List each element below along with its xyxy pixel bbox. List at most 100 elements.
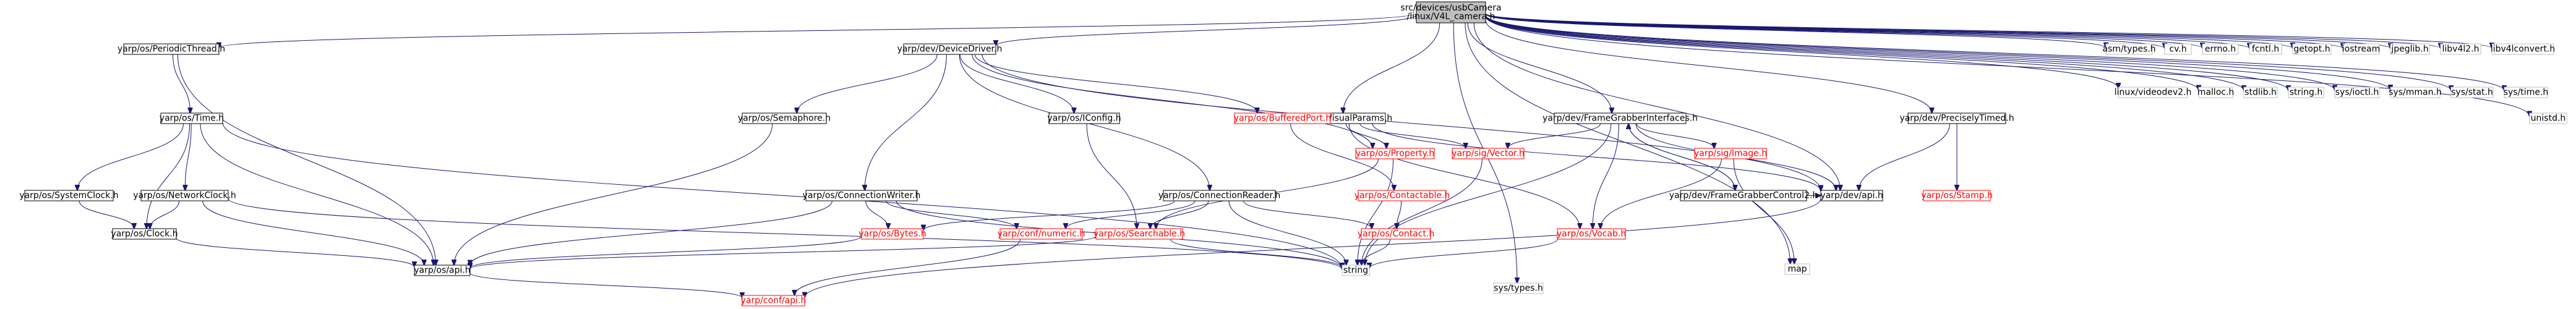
node-devapi[interactable]: yarp/dev/api.h: [1820, 190, 1883, 201]
node-osbytes[interactable]: yarp/os/Bytes.h: [858, 228, 926, 240]
edge-root-to-fcntlh: [1485, 14, 2249, 49]
graph-edges: [77, 13, 2530, 298]
node-mman: sys/mman.h: [2389, 87, 2442, 98]
node-vocab[interactable]: yarp/os/Vocab.h: [1557, 228, 1626, 240]
node-malloc-box: [2198, 87, 2233, 98]
node-confnumeric[interactable]: yarp/conf/numeric.h: [998, 228, 1085, 240]
node-stringn-label: string: [1343, 265, 1368, 275]
edge-root-to-getopth: [1485, 13, 2293, 48]
edge-root-to-cvh: [1485, 14, 2165, 49]
node-ostime[interactable]: yarp/os/Time.h: [160, 112, 224, 124]
node-root-label: /linux/V4L_camera.h: [1407, 12, 1496, 22]
node-osstamp[interactable]: yarp/os/Stamp.h: [1921, 190, 1993, 201]
edge-root-to-ptimed: [1485, 19, 1932, 113]
node-sysclock[interactable]: yarp/os/SystemClock.h: [19, 190, 119, 201]
node-sigvector-box: [1452, 148, 1525, 159]
node-libv4lconv-label: libv4lconvert.h: [2491, 44, 2555, 54]
node-ostime-label: yarp/os/Time.h: [160, 113, 224, 123]
edge-root-to-errnoh: [1485, 14, 2202, 48]
edge-ptimed-to-devapi: [1859, 123, 1950, 190]
node-unistd: unistd.h: [2529, 112, 2567, 124]
node-ptimed[interactable]: yarp/dev/PreciselyTimed.h: [1899, 112, 2014, 124]
node-libv4l2-box: [2440, 43, 2481, 55]
node-sigimage[interactable]: yarp/sig/Image.h: [1694, 148, 1767, 159]
node-confapi[interactable]: yarp/conf/api.h: [741, 295, 807, 307]
node-bufport-box: [1234, 112, 1331, 124]
edge-searchable-to-stringn: [1170, 239, 1342, 268]
node-osapi[interactable]: yarp/os/api.h: [414, 265, 471, 276]
node-fgc2[interactable]: yarp/dev/FrameGrabberControl2.h: [1669, 190, 1818, 201]
node-iconfig-label: yarp/os/IConfig.h: [1047, 113, 1121, 123]
node-videodev2: linux/videodev2.h: [2115, 87, 2191, 98]
edge-root-to-devdrv: [996, 14, 1417, 46]
node-ioctl: sys/ioctl.h: [2334, 87, 2380, 98]
edge-sysclock-to-osclock: [79, 200, 134, 229]
node-ptimed-label: yarp/dev/PreciselyTimed.h: [1899, 113, 2014, 123]
edge-root-to-fgi: [1467, 22, 1612, 113]
node-fcntlh: fcntl.h: [2249, 43, 2282, 55]
node-devdrv[interactable]: yarp/dev/DeviceDriver.h: [897, 43, 1003, 55]
node-libv4lconv-box: [2491, 43, 2554, 55]
node-sigvector[interactable]: yarp/sig/Vector.h: [1452, 148, 1525, 159]
node-root[interactable]: src/devices/usbCamera/linux/V4L_camera.h: [1400, 1, 1502, 23]
node-cvh-label: cv.h: [2169, 44, 2186, 54]
edge-sigimage-to-vocab: [1601, 158, 1722, 229]
edge-pthread-to-osapi: [177, 54, 435, 265]
edge-ostime-to-netclock: [185, 123, 192, 190]
node-connreader-label: yarp/os/ConnectionReader.h: [1158, 190, 1281, 200]
edge-root-to-devapi: [1473, 22, 1840, 190]
node-property[interactable]: yarp/os/Property.h: [1355, 148, 1435, 159]
edge-connreader-to-confnumeric: [1066, 200, 1196, 229]
edge-sigvector-to-stringn: [1362, 158, 1483, 265]
node-root-box: [1416, 1, 1486, 23]
node-confnumeric-box: [999, 228, 1083, 240]
node-searchable-box: [1095, 228, 1183, 240]
node-libv4lconv: libv4lconvert.h: [2491, 43, 2555, 55]
edge-confnumeric-to-confapi: [795, 239, 1021, 295]
edge-property-to-stringn: [1358, 158, 1394, 265]
node-pthread[interactable]: yarp/os/PeriodicThread.h: [118, 43, 225, 55]
edge-root-to-asmtypes: [1485, 14, 2106, 48]
node-contact-label: yarp/os/Contact.h: [1358, 229, 1435, 239]
node-contact[interactable]: yarp/os/Contact.h: [1358, 228, 1435, 240]
node-property-box: [1355, 148, 1435, 159]
node-fgc2-box: [1680, 190, 1807, 201]
node-iconfig[interactable]: yarp/os/IConfig.h: [1047, 112, 1121, 124]
node-connreader-box: [1163, 190, 1276, 201]
node-string_h: string.h: [2288, 87, 2324, 98]
edge-sigimage-to-map: [1733, 158, 1794, 264]
node-fcntlh-box: [2249, 43, 2282, 55]
edge-ostime-to-sysclock: [77, 123, 184, 190]
edge-osapi-to-confapi: [469, 273, 742, 298]
node-connwriter[interactable]: yarp/os/ConnectionWriter.h: [803, 190, 921, 201]
node-malloc-label: malloc.h: [2197, 87, 2235, 97]
node-cvh-box: [2164, 43, 2192, 55]
node-fgi[interactable]: yarp/dev/FrameGrabberInterfaces.h: [1543, 112, 1698, 124]
node-iconfig-box: [1048, 112, 1120, 124]
node-videodev2-box: [2118, 87, 2188, 98]
edge-root-to-libv4l2: [1485, 13, 2441, 48]
node-osclock[interactable]: yarp/os/Clock.h: [111, 228, 178, 240]
node-contactable[interactable]: yarp/os/Contactable.h: [1354, 190, 1450, 201]
node-searchable[interactable]: yarp/os/Searchable.h: [1093, 228, 1185, 240]
node-ioctl-box: [2334, 87, 2380, 98]
edge-connreader-to-stringn: [1228, 200, 1346, 265]
node-connreader[interactable]: yarp/os/ConnectionReader.h: [1158, 190, 1281, 201]
edge-iconfig-to-searchable: [1086, 123, 1137, 229]
edge-osclock-to-osapi: [176, 237, 414, 267]
edge-devdrv-to-devapi: [982, 54, 1821, 190]
node-bufport[interactable]: yarp/os/BufferedPort.h: [1234, 112, 1332, 124]
edge-root-to-mman: [1485, 15, 2390, 91]
node-semaphore[interactable]: yarp/os/Semaphore.h: [738, 112, 831, 124]
edge-fgi-to-vocab: [1593, 123, 1619, 229]
node-getopth-label: getopt.h: [2293, 44, 2330, 54]
node-libv4l2: libv4l2.h: [2440, 43, 2481, 55]
node-systime-label: sys/time.h: [2504, 87, 2549, 97]
edge-netclock-to-osapi: [202, 200, 424, 265]
node-jpeglib-label: jpeglib.h: [2390, 44, 2428, 54]
edge-vocab-to-stringn: [1369, 239, 1558, 268]
node-netclock[interactable]: yarp/os/NetworkClock.h: [133, 190, 236, 201]
node-systime: sys/time.h: [2504, 87, 2549, 98]
node-devapi-box: [1820, 190, 1883, 201]
